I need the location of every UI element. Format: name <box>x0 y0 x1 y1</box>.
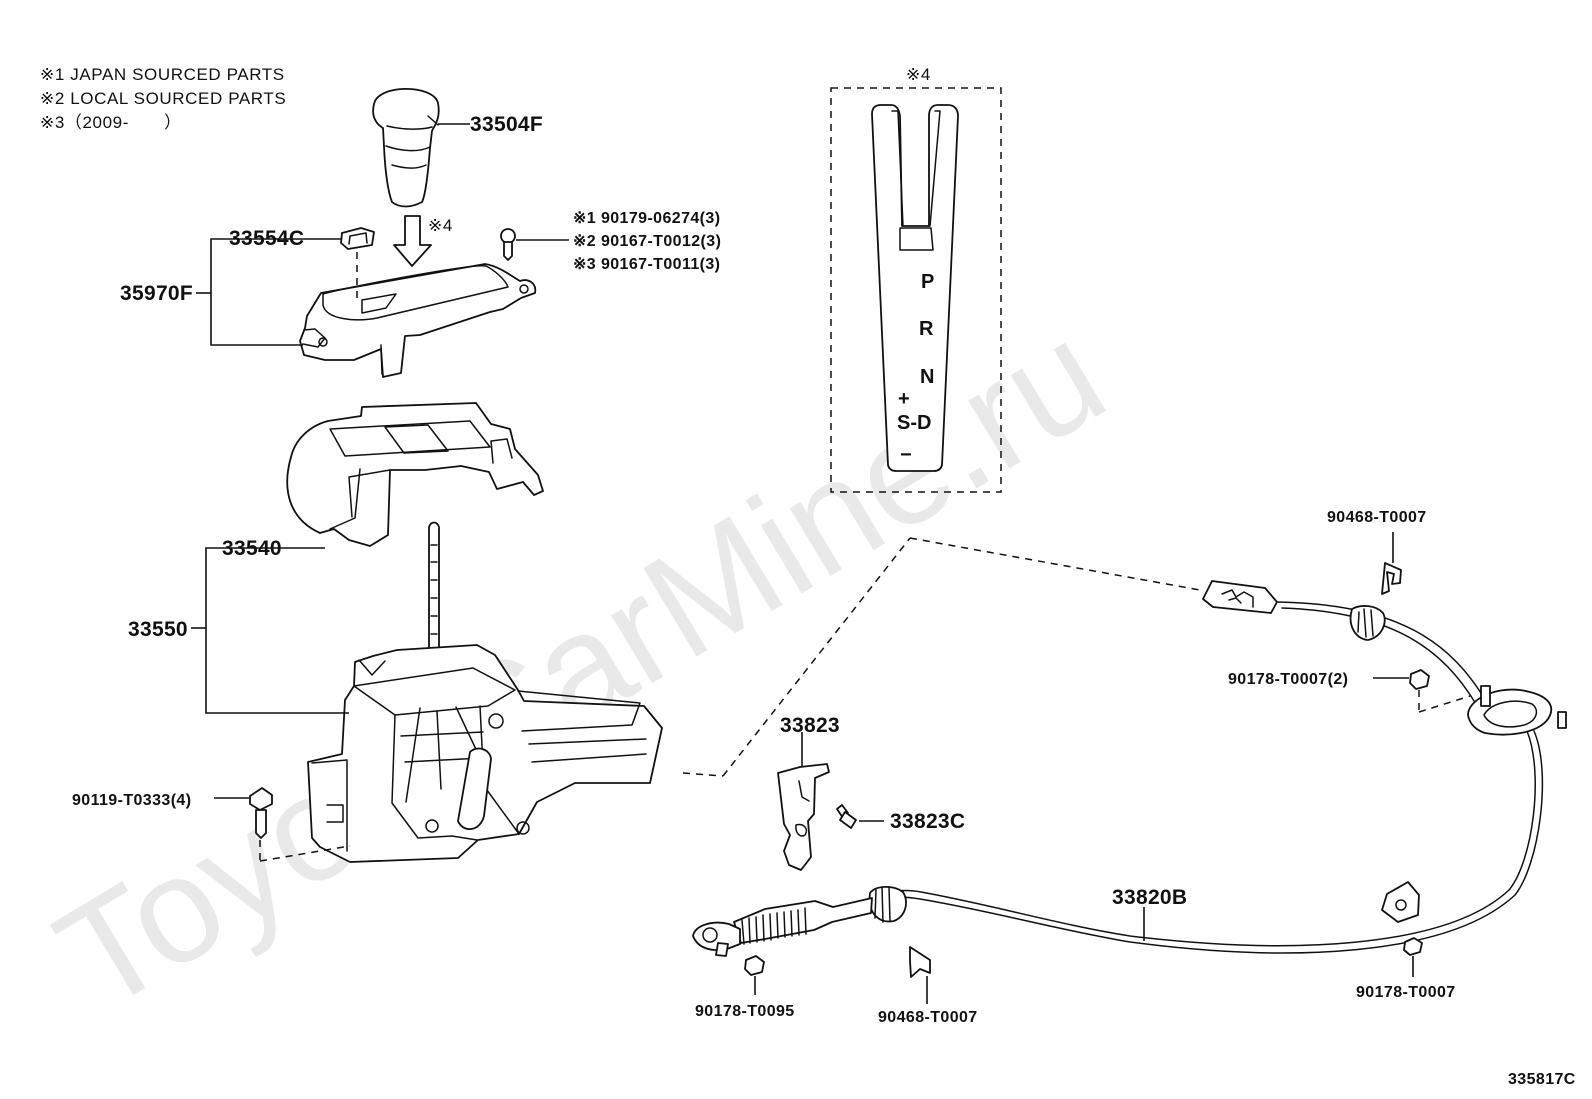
note-local-sourced: ※2 LOCAL SOURCED PARTS <box>40 89 286 108</box>
bracket-33823 <box>777 732 830 871</box>
cable-clips-and-nuts <box>744 532 1471 1004</box>
position-p: P <box>921 271 934 293</box>
part-labels: 33554C 35970F ※1 90179-06274(3) ※2 90167… <box>72 210 1456 1026</box>
label-90468-T0007-top: 90468-T0007 <box>1327 509 1427 526</box>
label-90119-T0333: 90119-T0333(4) <box>72 792 191 809</box>
watermark: ToyotaCarMine.ru <box>30 289 1131 1043</box>
inset-frame <box>830 87 1002 493</box>
shift-cover <box>286 402 544 547</box>
inset-label: ※4 <box>906 65 931 84</box>
label-screw-japan: ※1 90179-06274(3) <box>573 210 720 227</box>
label-33550: 33550 <box>128 618 188 641</box>
position-plate <box>299 263 537 378</box>
label-35970F: 35970F <box>120 282 193 305</box>
label-screw-local: ※2 90167-T0012(3) <box>573 233 721 250</box>
note-year-range: ※3（2009- ） <box>40 113 182 132</box>
position-clip <box>340 227 375 300</box>
bracket-bolt <box>836 804 884 829</box>
shift-lever-assembly <box>307 521 663 863</box>
shift-gate-inset: ※4 P R N + S-D − <box>830 65 1002 493</box>
leader-brackets <box>191 238 1145 941</box>
label-33820B: 33820B <box>1112 886 1187 909</box>
label-90468-T0007-bottom: 90468-T0007 <box>878 1009 978 1026</box>
label-90178-T0007-2: 90178-T0007(2) <box>1228 671 1348 688</box>
position-minus: − <box>900 444 912 466</box>
arrow-note: ※4 <box>428 216 453 235</box>
label-33823C: 33823C <box>890 810 965 833</box>
plate-screw <box>500 228 569 261</box>
label-33540: 33540 <box>222 537 282 560</box>
notes-legend: ※1 JAPAN SOURCED PARTS ※2 LOCAL SOURCED … <box>40 65 286 132</box>
position-n: N <box>920 366 934 388</box>
label-90178-T0007: 90178-T0007 <box>1356 984 1456 1001</box>
figure-code: 335817C <box>1508 1071 1576 1088</box>
mounting-bolt <box>214 787 351 862</box>
dashed-connections <box>682 537 1201 777</box>
shift-cable <box>692 580 1567 957</box>
label-90178-T0095: 90178-T0095 <box>695 1003 795 1020</box>
label-33504F: 33504F <box>470 113 543 136</box>
knob-arrow: ※4 <box>393 215 453 267</box>
label-33554C: 33554C <box>229 227 304 250</box>
label-33823: 33823 <box>780 714 840 737</box>
note-japan-sourced: ※1 JAPAN SOURCED PARTS <box>40 65 285 84</box>
position-r: R <box>919 318 934 340</box>
shift-knob: 33504F <box>372 87 543 208</box>
label-screw-2009: ※3 90167-T0011(3) <box>573 256 720 273</box>
position-s-d: S-D <box>897 412 931 434</box>
position-plus: + <box>898 388 910 410</box>
